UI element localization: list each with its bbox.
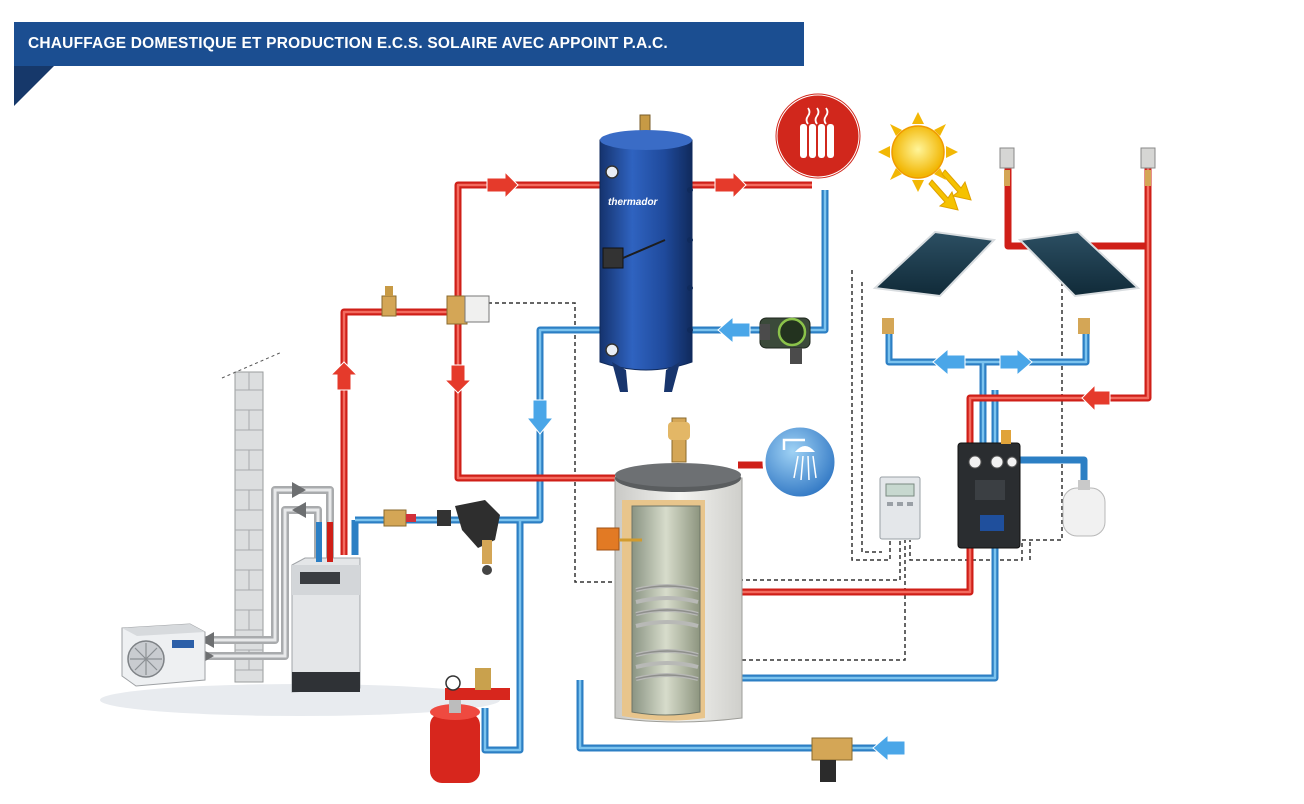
flow-arrows <box>329 170 1111 763</box>
solar-collectors <box>872 147 1156 334</box>
flow-arrow-cold <box>872 733 906 763</box>
title-banner <box>14 22 804 66</box>
collector-air-vents <box>999 147 1156 186</box>
circulation-pump <box>759 317 811 364</box>
sun-icon <box>878 112 972 211</box>
flow-arrow-cold <box>932 347 966 377</box>
diagram-title: CHAUFFAGE DOMESTIQUE ET PRODUCTION E.C.S… <box>28 35 668 52</box>
flow-arrow-cold <box>999 347 1033 377</box>
flow-arrow-cold <box>525 399 555 435</box>
shower-icon <box>762 424 838 500</box>
brass-fittings <box>381 286 853 782</box>
buffer-tank: thermador <box>599 114 693 392</box>
filling-valve <box>383 509 416 527</box>
cold-water-inlet-valve <box>811 737 853 782</box>
indoor-heat-pump-module <box>291 522 361 693</box>
collector-fittings <box>882 318 1090 334</box>
station-gauge <box>1006 456 1018 468</box>
solar-dhw-cylinder <box>596 417 743 723</box>
expansion-vessel-heating <box>430 668 510 783</box>
solar-panel-right <box>1017 230 1141 298</box>
tank-brand-label: thermador <box>608 197 659 208</box>
expansion-vessel-solar <box>1062 480 1106 537</box>
solar-panel-left <box>872 230 997 298</box>
control-wires <box>467 270 1063 661</box>
flow-arrow-hot <box>1081 383 1111 413</box>
flow-arrow-hot <box>443 364 473 394</box>
outdoor-heat-pump-unit <box>121 623 206 687</box>
tank-thermometer <box>605 343 619 357</box>
ground-shadow <box>100 684 500 716</box>
flow-arrow-hot <box>329 361 359 391</box>
mixing-valve <box>446 295 490 325</box>
flow-arrow-hot <box>486 170 519 200</box>
solar-pump-station <box>957 430 1021 549</box>
sun-rays-arrows <box>928 169 972 211</box>
radiator-icon <box>774 92 862 180</box>
air-vent-valve <box>381 286 397 317</box>
flow-arrow-hot <box>714 170 747 200</box>
station-gauge <box>968 455 982 469</box>
magnetic-filter <box>437 500 500 575</box>
chimney-wall <box>221 351 283 683</box>
title-banner-tail <box>14 66 54 106</box>
station-gauge <box>990 455 1004 469</box>
solar-controller <box>879 476 921 540</box>
electric-heater-thermostat <box>596 527 620 551</box>
tank-thermometer <box>605 165 619 179</box>
pressure-gauge <box>445 675 461 691</box>
flow-arrow-cold <box>717 315 751 345</box>
